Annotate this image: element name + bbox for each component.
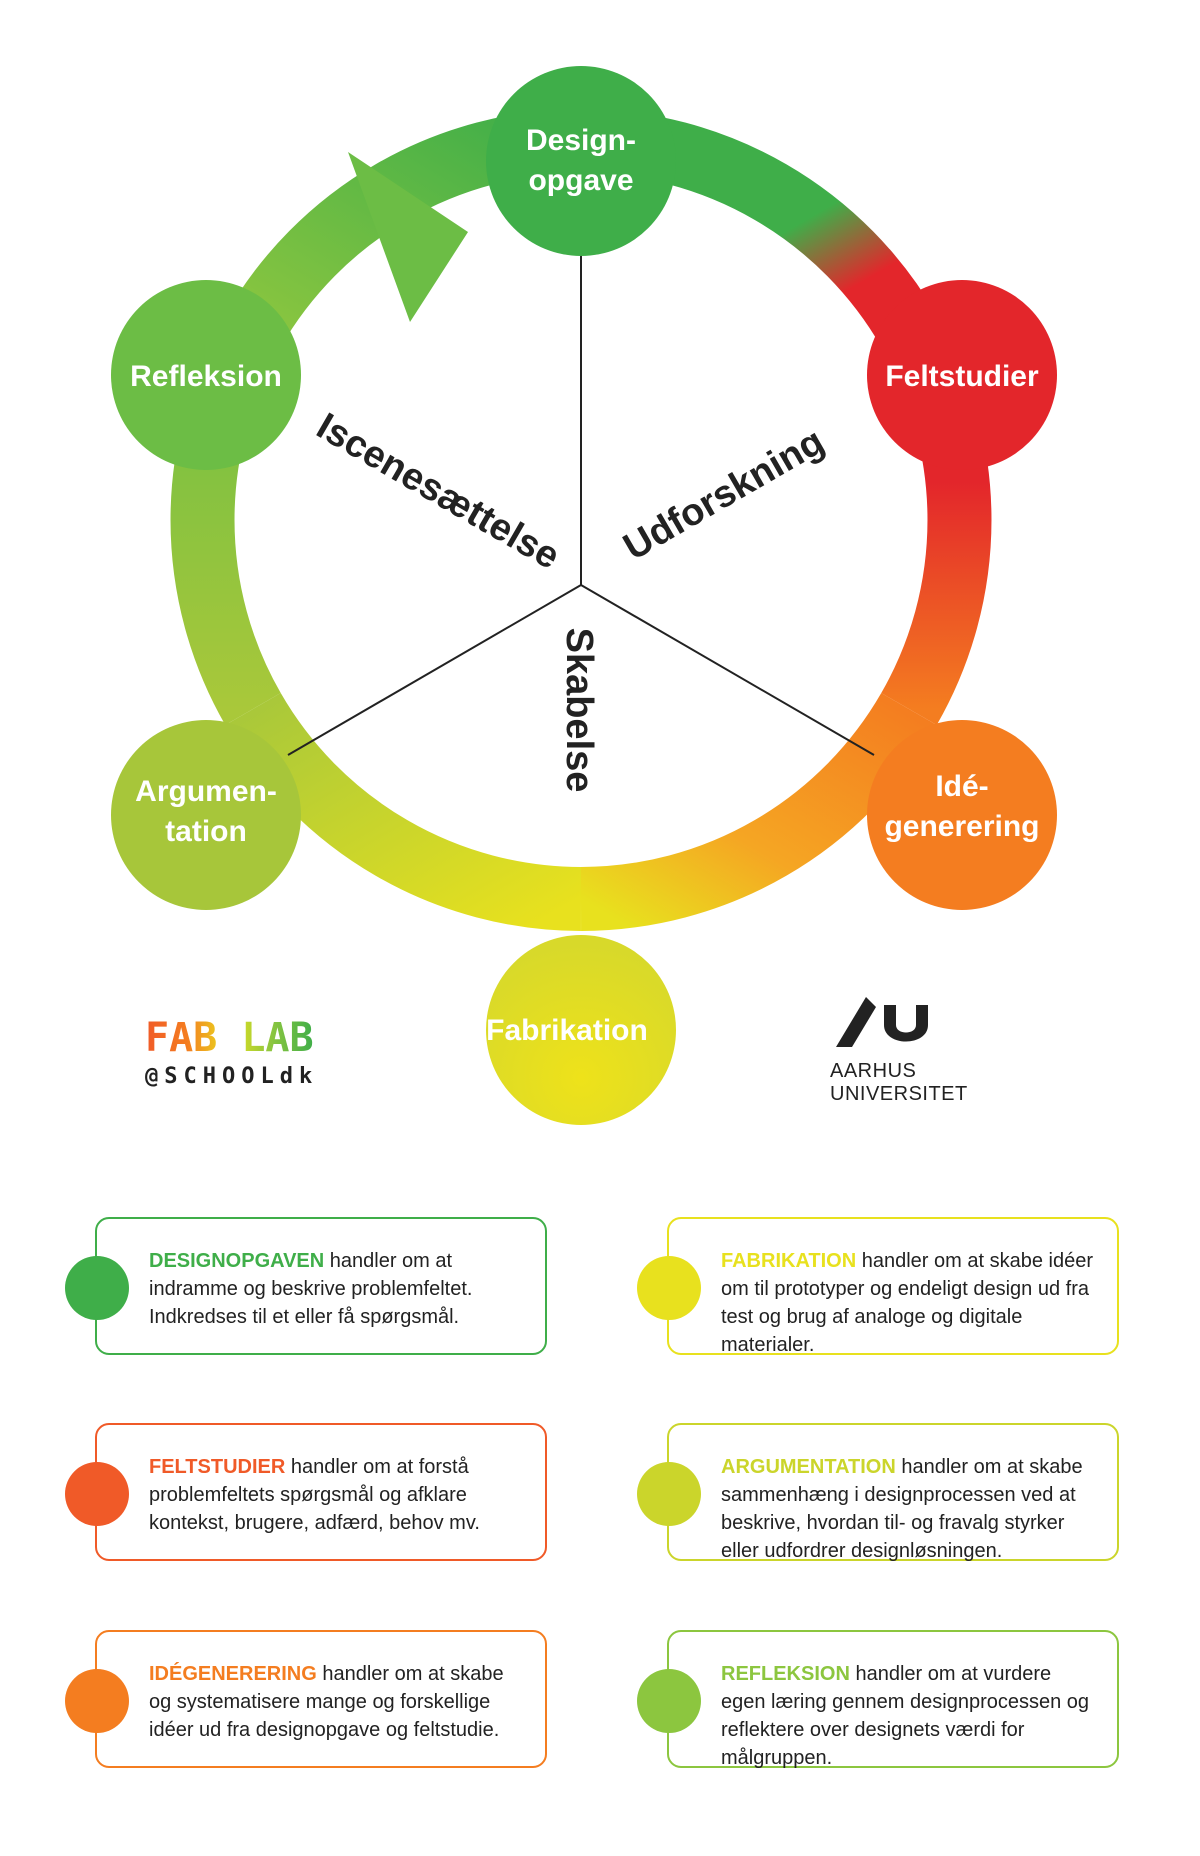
card-dot-icon [637, 1462, 701, 1526]
node-label-fabrikation: Fabrikation [486, 1014, 648, 1047]
card-dot-icon [65, 1256, 129, 1320]
node-idegenerering [867, 720, 1057, 910]
description-card: REFLEKSION handler om at vurdere egen læ… [637, 1630, 1119, 1769]
card-dot-icon [65, 1462, 129, 1526]
node-label-feltstudier: Feltstudier [885, 360, 1039, 393]
sector-label-udforskning: Udforskning [617, 420, 832, 568]
description-card: ARGUMENTATION handler om at skabe sammen… [637, 1423, 1119, 1562]
au-logo: AARHUS UNIVERSITET [830, 995, 1060, 1106]
node-label-designopgave: Design-opgave [526, 124, 636, 197]
card-body: handler om at forstå problemfeltets spør… [149, 1456, 480, 1534]
card-text: REFLEKSION handler om at vurdere egen læ… [721, 1660, 1097, 1772]
description-card: DESIGNOPGAVEN handler om at indramme og … [65, 1217, 547, 1355]
card-body: handler om at vurdere egen læring gennem… [721, 1663, 1090, 1769]
description-card: FABRIKATION handler om at skabe idéer om… [637, 1217, 1119, 1356]
card-dot-icon [637, 1256, 701, 1320]
ring-segment-idegenerering-fabrikation [580, 692, 937, 931]
card-text: IDÉGENERERING handler om at skabe og sys… [149, 1660, 525, 1744]
fablab-subtitle: @SCHOOLdk [145, 1064, 319, 1089]
card-key: DESIGNOPGAVEN [149, 1250, 325, 1272]
card-body: handler om at skabe sammenhæng i designp… [721, 1456, 1083, 1562]
au-name: AARHUS UNIVERSITET [830, 1060, 968, 1105]
divider-line [580, 584, 875, 756]
divider-line [287, 584, 582, 756]
fablab-logo: FAB LAB @SCHOOLdk [145, 1015, 345, 1089]
node-label-refleksion: Refleksion [130, 360, 282, 393]
node-feltstudier [867, 280, 1057, 470]
card-text: DESIGNOPGAVEN handler om at indramme og … [149, 1247, 525, 1331]
card-key: IDÉGENERERING [149, 1663, 317, 1685]
card-key: ARGUMENTATION [721, 1456, 896, 1478]
card-key: FABRIKATION [721, 1250, 857, 1272]
sector-dividers [287, 255, 875, 756]
card-body: handler om at skabe og systematisere man… [149, 1663, 504, 1741]
node-refleksion [111, 280, 301, 470]
node-fabrikation [486, 935, 676, 1125]
ring-segment-fabrikation-argumentation [225, 692, 582, 931]
card-body: handler om at indramme og beskrive probl… [149, 1250, 473, 1328]
description-card: FELTSTUDIER handler om at forstå problem… [65, 1423, 547, 1561]
design-process-cycle: Design-opgave Feltstudier Idé-generering… [111, 66, 1057, 1125]
description-card: IDÉGENERERING handler om at skabe og sys… [65, 1630, 547, 1768]
card-text: FABRIKATION handler om at skabe idéer om… [721, 1247, 1097, 1359]
card-body: handler om at skabe idéer om til prototy… [721, 1250, 1093, 1356]
card-dot-icon [637, 1669, 701, 1733]
node-argumentation [111, 720, 301, 910]
au-emblem-icon [836, 997, 928, 1047]
fablab-wordmark: FAB LAB [145, 1015, 314, 1061]
fablab-title: FAB LAB [145, 1015, 314, 1059]
node-designopgave [486, 66, 676, 256]
card-text: ARGUMENTATION handler om at skabe sammen… [721, 1453, 1097, 1565]
sector-label-iscenesaettelse: Iscenesættelse [310, 405, 567, 578]
card-dot-icon [65, 1669, 129, 1733]
node-label-idegenerering: Idé-generering [884, 770, 1039, 843]
card-key: REFLEKSION [721, 1663, 850, 1685]
card-text: FELTSTUDIER handler om at forstå problem… [149, 1453, 525, 1537]
direction-arrow-icon [348, 152, 468, 322]
card-key: FELTSTUDIER [149, 1456, 286, 1478]
sector-label-skabelse: Skabelse [558, 628, 600, 793]
node-label-argumentation: Argumen-tation [135, 775, 277, 848]
